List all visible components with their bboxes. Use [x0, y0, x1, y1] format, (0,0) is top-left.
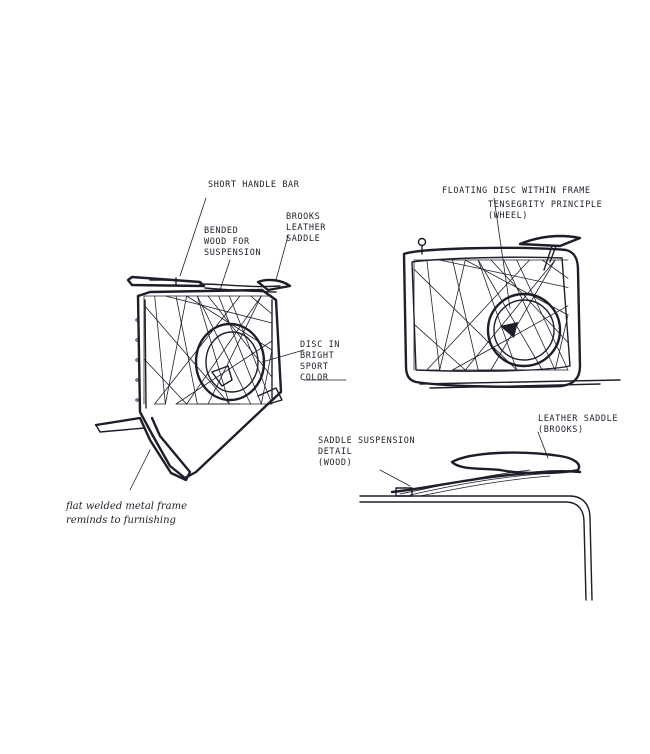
right-string-2: [426, 259, 441, 371]
left-bike-sketch: [94, 275, 292, 482]
left-string-16: [228, 295, 273, 405]
left-string-12: [207, 295, 273, 378]
left-string-20: [250, 295, 273, 315]
right-string-23: [554, 314, 569, 371]
left-string-17: [143, 304, 230, 405]
left-frame-outline: [136, 288, 283, 480]
left-string-22: [186, 295, 262, 405]
left-crank: [257, 387, 283, 405]
detail-frame-inner: [359, 501, 587, 601]
label-tensegrity: TENSEGRITY PRINCIPLE (WHEEL): [488, 200, 603, 221]
label-brooks-saddle: BROOKS LEATHER SADDLE: [286, 212, 327, 244]
detail-wood-spring: [390, 469, 582, 494]
detail-clamp: [395, 487, 413, 497]
left-string-10: [196, 295, 230, 405]
left-saddle: [256, 278, 292, 292]
right-saddle-stem: [543, 245, 557, 271]
right-disc-inner: [493, 299, 555, 361]
label-short-handle-bar: SHORT HANDLE BAR: [208, 180, 300, 190]
right-string-7: [452, 305, 569, 371]
left-frame-inner: [144, 299, 273, 409]
left-disc-hub: [211, 365, 233, 387]
right-string-22: [464, 259, 556, 371]
left-string-6: [175, 295, 198, 405]
right-string-6: [452, 259, 479, 371]
label-leather-saddle: LEATHER SADDLE (BROOKS): [538, 414, 619, 435]
left-foot-plate: [94, 416, 192, 482]
left-foot-base: [95, 424, 146, 433]
left-frame-strings: [143, 295, 273, 405]
left-disc-inner: [205, 331, 259, 393]
right-string-9: [413, 323, 466, 371]
label-flat-frame: flat welded metal frame reminds to furni…: [66, 501, 188, 526]
right-saddle: [518, 234, 582, 248]
right-frame-outline: [402, 246, 582, 388]
leader-lines: [129, 197, 549, 491]
detail-saddle: [450, 451, 581, 475]
label-floating-disc: FLOATING DISC WITHIN FRAME: [442, 186, 591, 196]
label-bended-wood: BENDED WOOD FOR SUSPENSION: [204, 226, 262, 258]
right-string-5: [439, 259, 466, 371]
detail-frame-top: [359, 495, 593, 601]
right-string-13: [490, 259, 556, 371]
label-saddle-suspension: SADDLE SUSPENSION DETAIL (WOOD): [318, 436, 416, 468]
right-string-17: [413, 268, 518, 371]
left-post-rivets: [135, 318, 139, 402]
right-frame-strings: [413, 259, 569, 371]
left-string-23: [260, 349, 273, 405]
left-handle-bar: [126, 275, 206, 288]
left-string-5: [164, 295, 188, 405]
right-base-line: [419, 379, 621, 389]
left-disc: [194, 322, 266, 402]
right-disc-hub: [500, 322, 518, 338]
right-string-14: [503, 259, 556, 371]
right-string-12: [490, 259, 569, 343]
right-handle-knob: [417, 237, 427, 247]
left-string-9: [143, 358, 188, 405]
right-bike-sketch: [402, 234, 621, 389]
left-string-2: [154, 295, 166, 405]
label-disc-color: DISC IN BRIGHT SPORT COLOR: [300, 340, 341, 383]
right-disc: [486, 292, 562, 368]
right-frame-inner: [411, 256, 571, 372]
left-handle-grip: [149, 277, 177, 287]
right-string-18: [426, 259, 530, 371]
left-string-13: [207, 295, 262, 405]
left-wood-suspension: [199, 283, 281, 293]
saddle-detail-sketch: [359, 451, 593, 601]
